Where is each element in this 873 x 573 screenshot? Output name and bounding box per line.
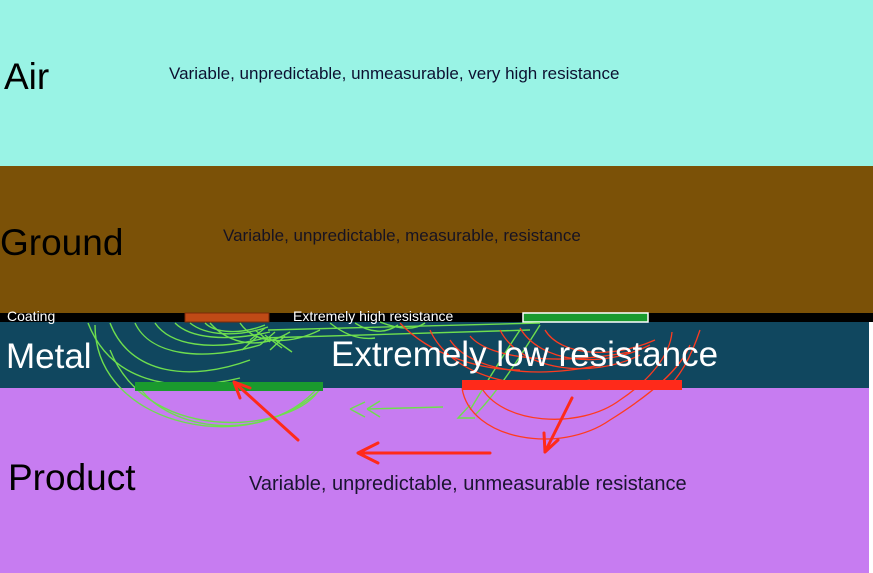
product-resistance-text: Variable, unpredictable, unmeasurable re…	[249, 473, 687, 495]
ground-label: Ground	[0, 222, 124, 263]
coating-resistance-text: Extremely high resistance	[293, 308, 454, 324]
red-electrode	[462, 380, 682, 390]
coating-defect-left	[184, 312, 270, 323]
ground-resistance-text: Variable, unpredictable, measurable, res…	[223, 226, 581, 245]
green-electrode	[135, 382, 323, 391]
coating-layer	[0, 313, 873, 322]
air-resistance-text: Variable, unpredictable, unmeasurable, v…	[169, 64, 620, 83]
metal-resistance-text: Extremely low resistance	[331, 335, 719, 374]
product-label: Product	[8, 457, 136, 498]
air-layer	[0, 0, 873, 166]
air-label: Air	[4, 56, 50, 97]
coating-label: Coating	[7, 308, 56, 324]
metal-label: Metal	[6, 337, 92, 376]
product-layer	[0, 388, 869, 573]
ground-layer	[0, 166, 873, 313]
red-flow-arrows	[232, 380, 574, 465]
coating-defect-right	[522, 312, 649, 323]
